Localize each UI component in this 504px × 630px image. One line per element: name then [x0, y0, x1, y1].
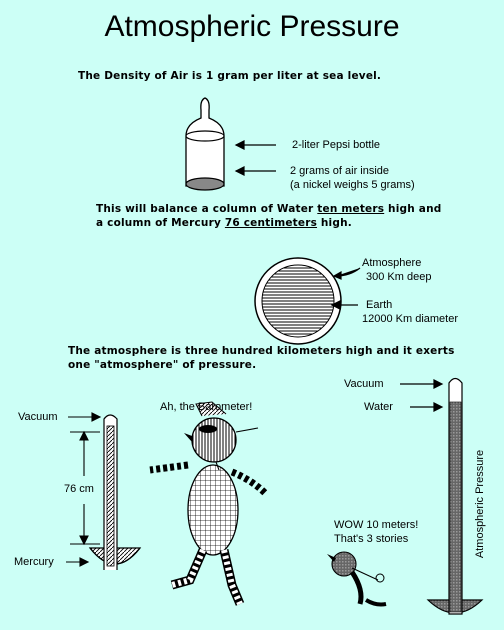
column-pressure-label: Atmospheric Pressure	[474, 449, 486, 559]
barometer-mercury-label: Mercury	[14, 556, 54, 568]
earth-arrows	[330, 267, 361, 310]
water-column-icon	[426, 377, 484, 615]
density-statement: The Density of Air is 1 gram per liter a…	[78, 70, 382, 82]
page-title: Atmospheric Pressure	[104, 10, 400, 43]
gentleman-speech: Ah, the Barometer!	[160, 401, 253, 413]
earth-diameter-label: 12000 Km diameter	[362, 313, 458, 325]
mercury-height: 76 centimeters	[224, 217, 318, 229]
atmosphere-statement-1: The atmosphere is three hundred kilomete…	[68, 345, 455, 357]
air-inside-label: 2 grams of air inside	[290, 165, 390, 177]
column-water-label: Water	[364, 401, 393, 413]
pepsi-bottle-icon	[185, 97, 225, 191]
balance-line-2: a column of Mercury 76 centimeters high.	[96, 217, 352, 229]
atmosphere-depth-label: 300 Km deep	[366, 271, 432, 283]
water-column-arrows	[400, 379, 444, 412]
barometer-vacuum-label: Vacuum	[18, 411, 58, 423]
barometer-icon	[88, 414, 142, 570]
bird-speech-1: WOW 10 meters!	[334, 519, 419, 531]
bird-character	[327, 551, 387, 607]
water-height: ten meters	[317, 203, 385, 215]
bird-speech-2: That's 3 stories	[334, 533, 409, 545]
balance-line-1: This will balance a column of Water ten …	[96, 203, 441, 215]
barometer-height-label: 76 cm	[64, 483, 94, 495]
gentleman-character	[149, 401, 269, 606]
balance-text: high and	[384, 203, 442, 215]
balance-text: a column of Mercury	[96, 217, 225, 229]
nickel-weight-label: (a nickel weighs 5 grams)	[290, 179, 415, 191]
column-vacuum-label: Vacuum	[344, 378, 384, 390]
atmosphere-statement-2: one "atmosphere" of pressure.	[68, 359, 257, 371]
barometer-measure	[66, 412, 102, 567]
balance-text: This will balance a column of Water	[96, 203, 318, 215]
earth-label: Earth	[366, 299, 393, 311]
balance-text: high.	[317, 217, 352, 229]
atmosphere-label: Atmosphere	[362, 257, 422, 269]
earth-globe-icon	[254, 257, 342, 345]
bottle-arrows	[234, 140, 276, 176]
bottle-label: 2-liter Pepsi bottle	[292, 139, 381, 151]
